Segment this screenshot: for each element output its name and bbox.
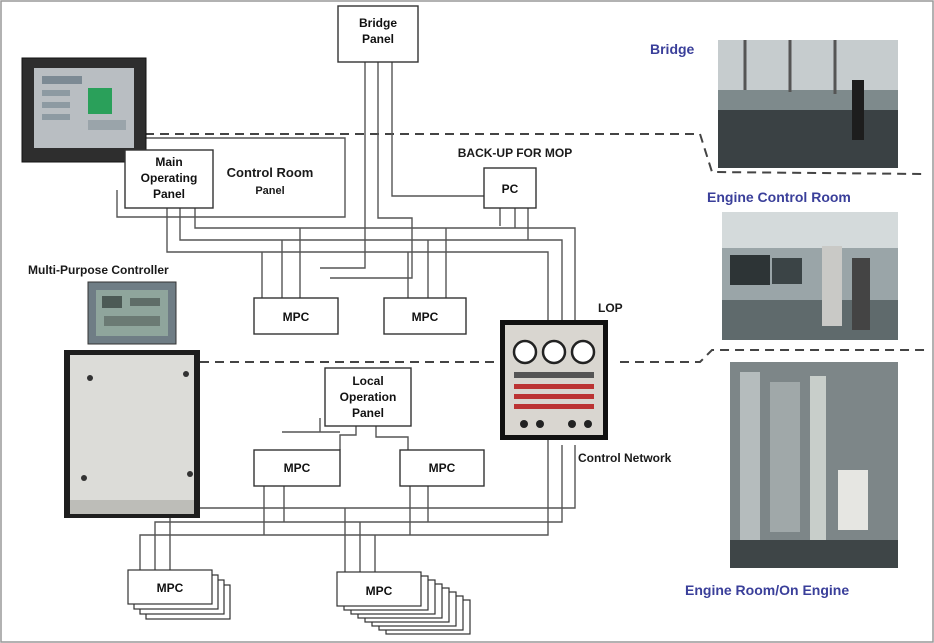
ecr-engine-separator [200, 349, 925, 363]
lop-box-line3: Panel [352, 406, 384, 420]
mpc-label: MPC [157, 581, 184, 595]
engine-room-photo [730, 362, 898, 568]
bridge-ecr-separator [145, 133, 926, 175]
mpc-label: MPC [366, 584, 393, 598]
mpc-box-upper-left: MPC [253, 297, 339, 335]
bridge-photo [718, 40, 898, 168]
lop-label: LOP [598, 301, 623, 315]
backup-for-mop-label: BACK-UP FOR MOP [458, 146, 572, 160]
zone-label-bridge: Bridge [650, 41, 695, 57]
main-operating-panel-box: Main Operating Panel [124, 149, 214, 209]
pc-box: PC [483, 167, 537, 209]
local-operation-panel-box: Local Operation Panel [324, 367, 412, 427]
mpc-label: MPC [412, 310, 439, 324]
bridge-panel-line1: Bridge [359, 16, 397, 30]
bridge-panel-box: Bridge Panel [337, 5, 419, 63]
control-room-panel-line2: Panel [255, 185, 284, 197]
mpc-label: MPC [283, 310, 310, 324]
mop-touchscreen-image [21, 57, 147, 163]
mpc-stack-left: MPC [127, 569, 231, 620]
multi-purpose-controller-label: Multi-Purpose Controller [28, 263, 169, 277]
mpc-box-middle-right: MPC [399, 449, 485, 487]
control-room-panel-line1: Control Room [227, 165, 314, 180]
mop-line3: Panel [153, 187, 185, 201]
controller-enclosure-image [64, 350, 200, 518]
zone-label-engine-control-room: Engine Control Room [707, 189, 851, 205]
mpc-label: MPC [429, 461, 456, 475]
mop-line2: Operating [141, 171, 198, 185]
lop-box-line2: Operation [340, 390, 397, 404]
engine-control-room-photo [722, 212, 898, 340]
zone-label-engine-room: Engine Room/On Engine [685, 582, 849, 598]
bridge-panel-line2: Panel [362, 32, 394, 46]
control-network-label: Control Network [578, 451, 672, 465]
zone-separators [145, 133, 926, 363]
mop-line1: Main [155, 155, 182, 169]
mpc-box-middle-left: MPC [253, 449, 341, 487]
pc-label: PC [502, 182, 519, 196]
network-wiring [116, 62, 576, 572]
mpc-box-upper-right: MPC [383, 297, 467, 335]
mpc-label: MPC [284, 461, 311, 475]
lop-box-line1: Local [352, 374, 383, 388]
lop-panel-image [500, 320, 608, 440]
mpc-stack-right: MPC [336, 571, 471, 635]
controller-board-image [87, 281, 177, 345]
